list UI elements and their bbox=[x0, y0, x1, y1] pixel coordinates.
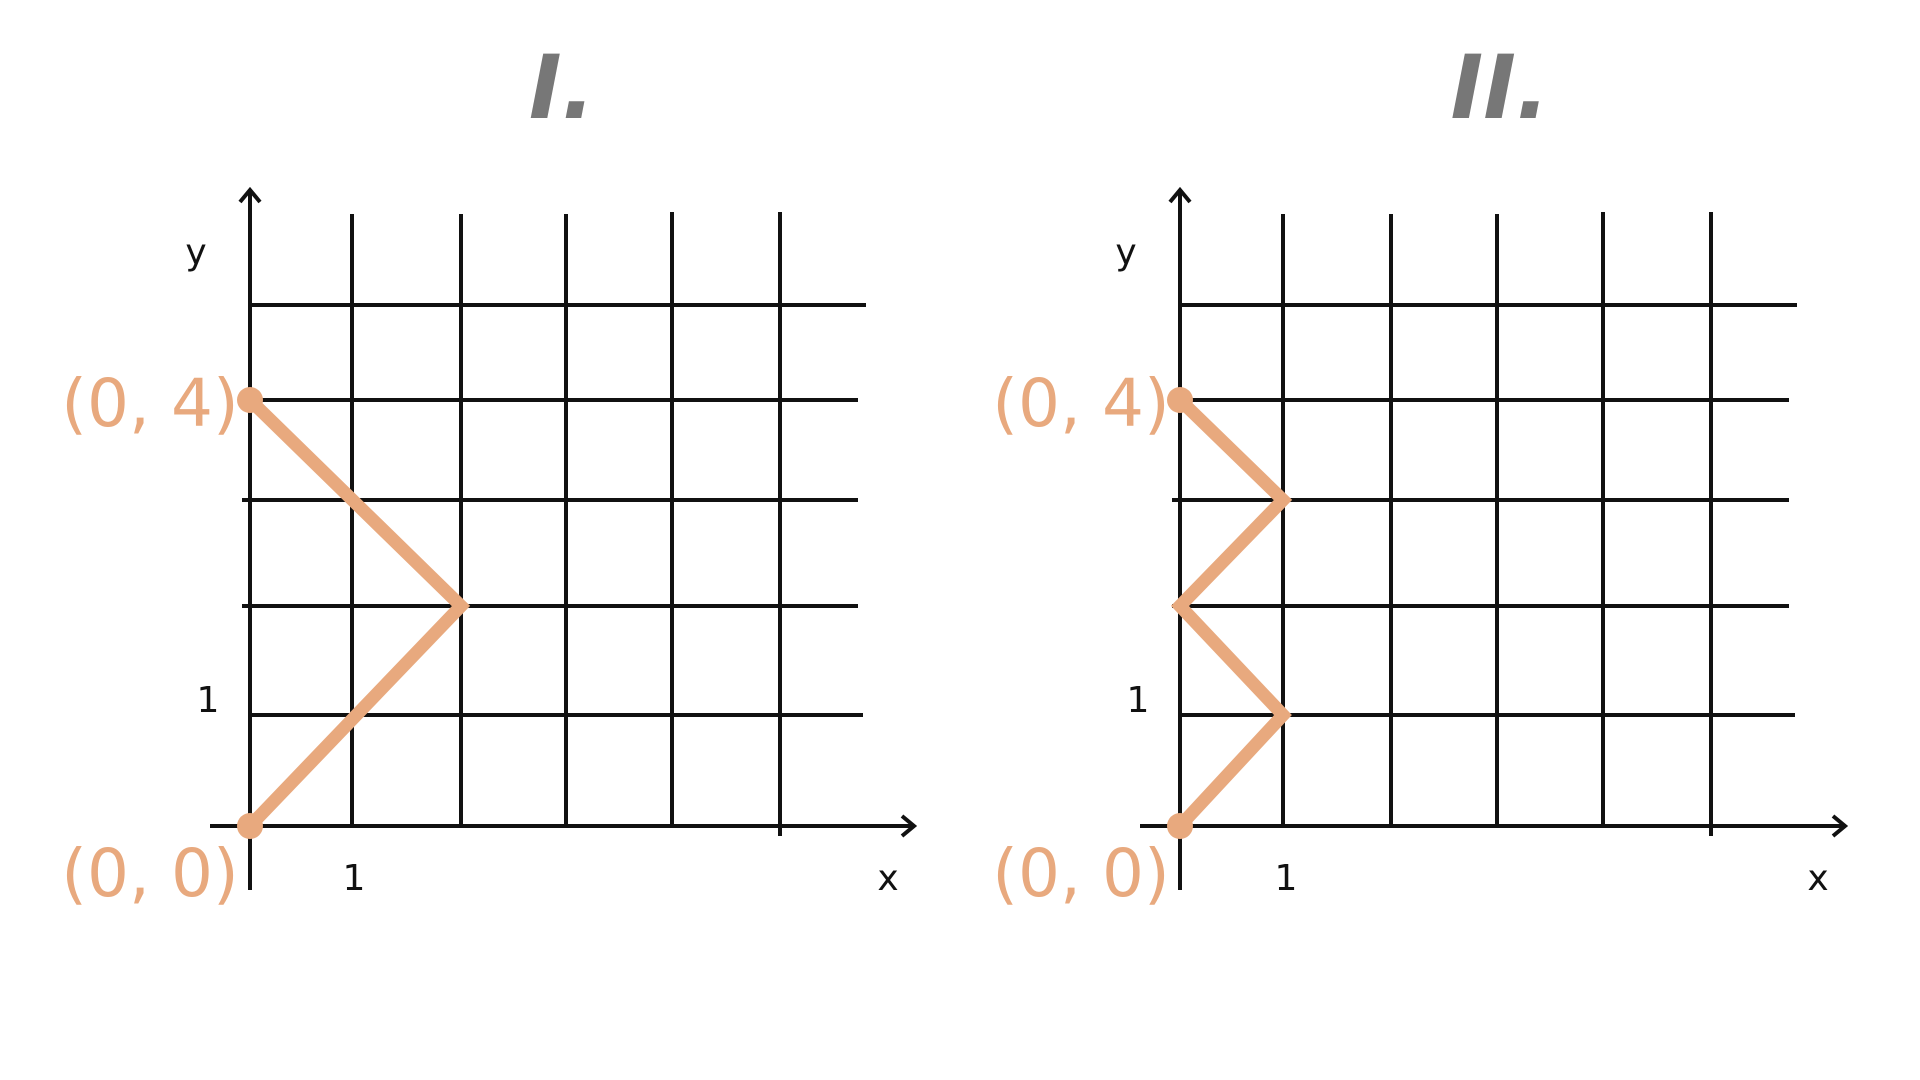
panel-2: II. y x 1 1 (0, 4) (0, 0) bbox=[992, 36, 1849, 912]
y-axis-label: y bbox=[185, 232, 206, 273]
y-axis-arrow bbox=[1168, 186, 1192, 204]
start-point-label: (0, 0) bbox=[61, 835, 238, 912]
start-point-marker bbox=[1167, 813, 1193, 839]
y-tick-label-1: 1 bbox=[197, 680, 220, 721]
path-polyline bbox=[1170, 393, 1293, 833]
y-tick-label-1: 1 bbox=[1127, 680, 1150, 721]
x-tick-label-1: 1 bbox=[1275, 858, 1298, 899]
start-point-marker bbox=[237, 813, 263, 839]
path-polyline bbox=[243, 393, 471, 833]
x-axis-label: x bbox=[1807, 858, 1828, 899]
panel-1-axes bbox=[210, 186, 918, 890]
x-axis-label: x bbox=[877, 858, 898, 899]
y-axis-label: y bbox=[1115, 232, 1136, 273]
panel-2-axes bbox=[1140, 186, 1849, 890]
x-tick-label-1: 1 bbox=[343, 858, 366, 899]
end-point-label: (0, 4) bbox=[992, 365, 1169, 442]
x-axis-arrow bbox=[900, 814, 918, 838]
end-point-marker bbox=[1167, 387, 1193, 413]
panel-1: I. y x 1 1 (0, 4) (0, 0) bbox=[61, 36, 918, 912]
panel-1-title: I. bbox=[529, 36, 595, 139]
end-point-marker bbox=[237, 387, 263, 413]
end-point-label: (0, 4) bbox=[61, 365, 238, 442]
start-point-label: (0, 0) bbox=[992, 835, 1169, 912]
x-axis-arrow bbox=[1831, 814, 1849, 838]
panel-2-title: II. bbox=[1451, 36, 1550, 139]
panel-2-grid bbox=[1172, 212, 1797, 836]
y-axis-arrow bbox=[238, 186, 262, 204]
